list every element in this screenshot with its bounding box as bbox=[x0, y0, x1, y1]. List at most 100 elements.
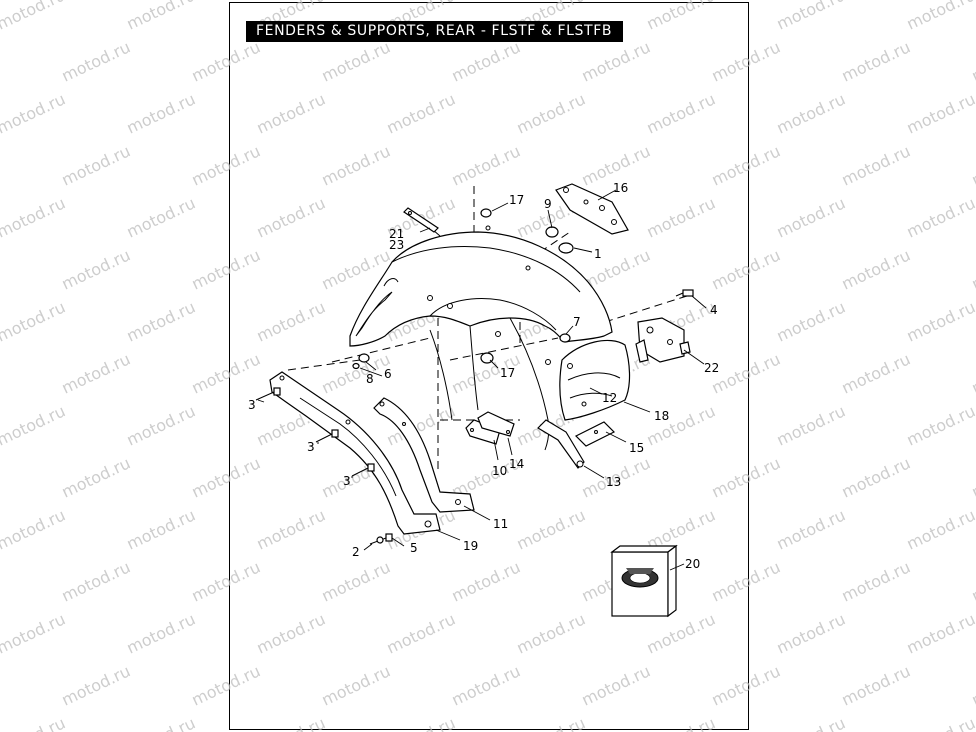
small-fasteners bbox=[352, 208, 574, 370]
watermark-text: motod.ru bbox=[514, 505, 589, 553]
watermark-text: motod.ru bbox=[904, 401, 976, 449]
watermark-text: motod.ru bbox=[839, 37, 914, 85]
watermark-text: motod.ru bbox=[189, 349, 264, 397]
watermark-text: motod.ru bbox=[124, 713, 199, 732]
watermark-text: motod.ru bbox=[59, 661, 134, 709]
watermark-text: motod.ru bbox=[319, 661, 394, 709]
callout-10: 10 bbox=[492, 464, 507, 478]
watermark-text: motod.ru bbox=[774, 193, 849, 241]
spacer-brackets-10-14 bbox=[465, 411, 515, 445]
watermark-text: motod.ru bbox=[254, 713, 329, 732]
watermark-text: motod.ru bbox=[904, 0, 976, 34]
watermark-text: motod.ru bbox=[514, 609, 589, 657]
watermark-text: motod.ru bbox=[124, 401, 199, 449]
fender-support-rail-19 bbox=[269, 371, 441, 535]
strap-21-23 bbox=[403, 207, 439, 233]
watermark-text: motod.ru bbox=[0, 609, 68, 657]
watermark-text: motod.ru bbox=[449, 37, 524, 85]
watermark-text: motod.ru bbox=[709, 557, 784, 605]
watermark-text: motod.ru bbox=[319, 349, 394, 397]
watermark-text: motod.ru bbox=[904, 193, 976, 241]
watermark-text: motod.ru bbox=[839, 349, 914, 397]
watermark-text: motod.ru bbox=[709, 453, 784, 501]
callout-8: 8 bbox=[366, 372, 374, 386]
watermark-text: motod.ru bbox=[384, 609, 459, 657]
callout-19: 19 bbox=[463, 539, 478, 553]
watermark-text: motod.ru bbox=[0, 89, 68, 137]
rear-fender bbox=[349, 225, 613, 451]
callout-5: 5 bbox=[410, 541, 418, 555]
watermark-text: motod.ru bbox=[59, 349, 134, 397]
watermark-text: motod.ru bbox=[449, 661, 524, 709]
callout-3: 3 bbox=[307, 440, 315, 454]
watermark-text: motod.ru bbox=[774, 401, 849, 449]
watermark-text: motod.ru bbox=[969, 661, 976, 709]
watermark-text: motod.ru bbox=[59, 37, 134, 85]
watermark-text: motod.ru bbox=[59, 141, 134, 189]
watermark-text: motod.ru bbox=[254, 609, 329, 657]
watermark-text: motod.ru bbox=[0, 297, 68, 345]
watermark-text: motod.ru bbox=[904, 297, 976, 345]
inner-support-11 bbox=[373, 397, 475, 513]
watermark-text: motod.ru bbox=[384, 713, 459, 732]
watermark-text: motod.ru bbox=[124, 609, 199, 657]
watermark-text: motod.ru bbox=[0, 0, 68, 34]
screw-2-washer-5 bbox=[369, 533, 393, 545]
watermark-text: motod.ru bbox=[0, 713, 68, 732]
watermark-text: motod.ru bbox=[579, 37, 654, 85]
hardware-kit-box-20 bbox=[610, 544, 678, 618]
watermark-text: motod.ru bbox=[189, 557, 264, 605]
watermark-text: motod.ru bbox=[644, 609, 719, 657]
callout-7: 7 bbox=[573, 315, 581, 329]
watermark-text: motod.ru bbox=[709, 245, 784, 293]
watermark-text: motod.ru bbox=[189, 141, 264, 189]
callout-3: 3 bbox=[248, 398, 256, 412]
callout-15: 15 bbox=[629, 441, 644, 455]
plate-16 bbox=[555, 183, 629, 235]
watermark-text: motod.ru bbox=[384, 89, 459, 137]
callout-21: 21 bbox=[389, 227, 404, 241]
watermark-text: motod.ru bbox=[969, 245, 976, 293]
watermark-text: motod.ru bbox=[514, 89, 589, 137]
callout-leader-lines bbox=[257, 189, 707, 571]
watermark-text: motod.ru bbox=[189, 37, 264, 85]
callout-18: 18 bbox=[654, 409, 669, 423]
bolt-4 bbox=[675, 289, 694, 297]
watermark-text: motod.ru bbox=[709, 141, 784, 189]
callout-14: 14 bbox=[509, 457, 524, 471]
watermark-text: motod.ru bbox=[59, 245, 134, 293]
watermark-text: motod.ru bbox=[774, 609, 849, 657]
watermark-text: motod.ru bbox=[514, 713, 589, 732]
watermark-text: motod.ru bbox=[254, 505, 329, 553]
watermark-text: motod.ru bbox=[319, 141, 394, 189]
callout-16: 16 bbox=[613, 181, 628, 195]
watermark-text: motod.ru bbox=[449, 141, 524, 189]
watermark-text: motod.ru bbox=[579, 661, 654, 709]
watermark-text: motod.ru bbox=[709, 349, 784, 397]
callout-20: 20 bbox=[685, 557, 700, 571]
callout-6: 6 bbox=[384, 367, 392, 381]
watermark-text: motod.ru bbox=[709, 661, 784, 709]
watermark-text: motod.ru bbox=[189, 245, 264, 293]
diagram-title: FENDERS & SUPPORTS, REAR - FLSTF & FLSTF… bbox=[246, 21, 623, 42]
mounting-bracket-22 bbox=[635, 317, 691, 363]
watermark-text: motod.ru bbox=[774, 0, 849, 34]
watermark-text: motod.ru bbox=[124, 193, 199, 241]
callout-1: 1 bbox=[594, 247, 602, 261]
watermark-text: motod.ru bbox=[319, 557, 394, 605]
watermark-text: motod.ru bbox=[59, 453, 134, 501]
diagram-frame bbox=[229, 2, 749, 730]
watermark-text: motod.ru bbox=[0, 193, 68, 241]
watermark-text: motod.ru bbox=[839, 453, 914, 501]
watermark-text: motod.ru bbox=[774, 505, 849, 553]
watermark-text: motod.ru bbox=[189, 661, 264, 709]
watermark-text: motod.ru bbox=[644, 89, 719, 137]
watermark-text: motod.ru bbox=[839, 245, 914, 293]
watermark-text: motod.ru bbox=[969, 37, 976, 85]
watermark-text: motod.ru bbox=[59, 557, 134, 605]
watermark-text: motod.ru bbox=[839, 557, 914, 605]
callout-2: 2 bbox=[352, 545, 360, 559]
